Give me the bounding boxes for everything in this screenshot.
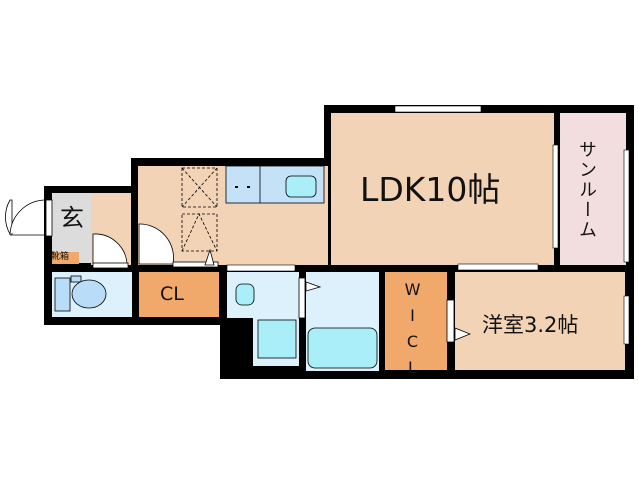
wic-floor <box>385 272 447 370</box>
closet-label: CL <box>160 283 184 305</box>
wic-label: WICL <box>403 280 422 384</box>
shoe-box-label: 靴箱 <box>51 252 70 262</box>
entrance-floor <box>52 193 91 263</box>
sink-icon <box>285 175 317 198</box>
western-room-label: 洋室3.2帖 <box>482 313 579 337</box>
ldk-floor <box>331 113 554 265</box>
door-arrow-icon <box>454 327 472 341</box>
door-arrow-icon <box>305 281 322 292</box>
washing-machine-icon <box>257 319 297 359</box>
western-room-floor <box>455 272 625 370</box>
sunroom-floor <box>560 113 626 265</box>
sunroom-label: サンルーム <box>576 140 597 240</box>
closet-floor <box>139 272 219 317</box>
stove-icon <box>235 186 250 188</box>
shoe-box <box>52 252 79 264</box>
door-arrow-icon <box>204 248 215 266</box>
doors <box>5 199 455 343</box>
bathtub-icon <box>307 327 378 369</box>
fridge-space-icon <box>181 167 218 252</box>
toilet-icon <box>54 275 107 312</box>
entrance-label: 玄 <box>60 204 84 232</box>
windows <box>226 105 630 345</box>
ldk-label: LDK10帖 <box>360 170 501 209</box>
washbasin-icon <box>235 283 255 306</box>
